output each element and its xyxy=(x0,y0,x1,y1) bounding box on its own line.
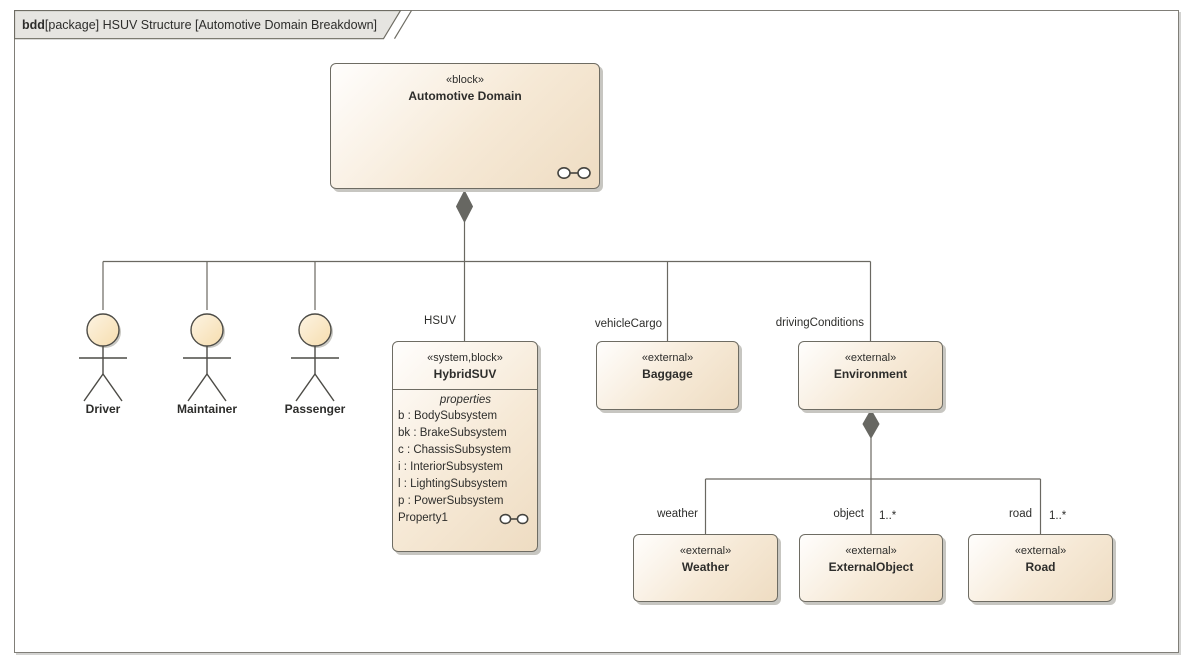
block-stereotype: «external» xyxy=(641,352,694,364)
block-stereotype: «system,block» xyxy=(427,352,503,364)
block-name: Automotive Domain xyxy=(408,89,522,103)
role-label-vehicle-cargo[interactable]: vehicleCargo xyxy=(594,318,662,330)
properties-compartment: properties b : BodySubsystem bk : BrakeS… xyxy=(393,390,537,527)
property-row: l : LightingSubsystem xyxy=(398,478,508,490)
block-stereotype: «external» xyxy=(1014,545,1067,557)
role-label-object[interactable]: object xyxy=(833,508,864,520)
frame-tab-shape xyxy=(14,10,402,40)
block-hybrid-suv[interactable]: «system,block» HybridSUV properties b : … xyxy=(392,341,538,552)
role-label-hsuv[interactable]: HSUV xyxy=(424,315,456,327)
block-stereotype: «external» xyxy=(679,545,732,557)
composition-tree-automotive-domain[interactable] xyxy=(102,222,872,341)
block-environment[interactable]: «external» Environment xyxy=(798,341,943,410)
block-automotive-domain[interactable]: «block» Automotive Domain xyxy=(330,63,600,189)
multiplicity-label-object[interactable]: 1..* xyxy=(879,510,897,522)
block-name: Baggage xyxy=(642,367,693,381)
diagram-title-kind: bdd xyxy=(22,17,45,32)
actor-name: Maintainer xyxy=(176,402,237,416)
block-name: Environment xyxy=(833,367,908,381)
diagram-frame-border xyxy=(14,10,1179,653)
property-row: p : PowerSubsystem xyxy=(398,495,504,507)
block-stereotype: «external» xyxy=(845,545,897,557)
actor-name: Passenger xyxy=(284,402,346,416)
property-row: bk : BrakeSubsystem xyxy=(398,427,507,439)
block-road[interactable]: «external» Road xyxy=(968,534,1113,602)
actor-figure xyxy=(291,313,339,402)
compartment-title: properties xyxy=(439,394,492,406)
property-label: Property1 xyxy=(398,512,448,524)
role-label-road[interactable]: road xyxy=(1008,508,1032,520)
composite-structure-icon xyxy=(557,167,591,179)
role-label-driving-conditions[interactable]: drivingConditions xyxy=(775,317,864,329)
block-name: Road xyxy=(1025,560,1056,574)
actor-figure xyxy=(183,313,231,402)
diagram-title: bdd[package] HSUV Structure [Automotive … xyxy=(22,11,377,38)
block-name: Weather xyxy=(681,560,730,574)
frame-tab-accent-line xyxy=(393,10,413,40)
role-label-weather[interactable]: weather xyxy=(657,508,698,520)
block-stereotype: «external» xyxy=(844,352,897,364)
property-row: b : BodySubsystem xyxy=(398,410,498,422)
block-weather[interactable]: «external» Weather xyxy=(633,534,778,602)
block-stereotype: «block» xyxy=(446,74,484,86)
actor-passenger[interactable]: Passenger xyxy=(265,312,365,416)
property-row: c : ChassisSubsystem xyxy=(398,444,512,456)
block-name: ExternalObject xyxy=(828,560,914,574)
composite-structure-icon xyxy=(499,513,529,524)
composition-tree-environment[interactable] xyxy=(704,438,1042,534)
compartment-divider xyxy=(393,389,537,390)
composition-diamond-environment[interactable] xyxy=(862,408,880,440)
actor-maintainer[interactable]: Maintainer xyxy=(157,312,257,416)
actor-driver[interactable]: Driver xyxy=(53,312,153,416)
property-row: Property1 xyxy=(398,510,533,527)
multiplicity-label-road[interactable]: 1..* xyxy=(1049,510,1067,522)
diagram-title-text: [package] HSUV Structure [Automotive Dom… xyxy=(44,17,378,32)
actor-figure xyxy=(79,313,127,402)
block-baggage[interactable]: «external» Baggage xyxy=(596,341,739,410)
composition-diamond-automotive-domain[interactable] xyxy=(455,189,474,224)
diagram-frame-tab xyxy=(14,10,413,40)
actor-name: Driver xyxy=(85,402,121,416)
property-row: i : InteriorSubsystem xyxy=(398,461,503,473)
block-name: HybridSUV xyxy=(433,367,497,381)
block-external-object[interactable]: «external» ExternalObject xyxy=(799,534,943,602)
